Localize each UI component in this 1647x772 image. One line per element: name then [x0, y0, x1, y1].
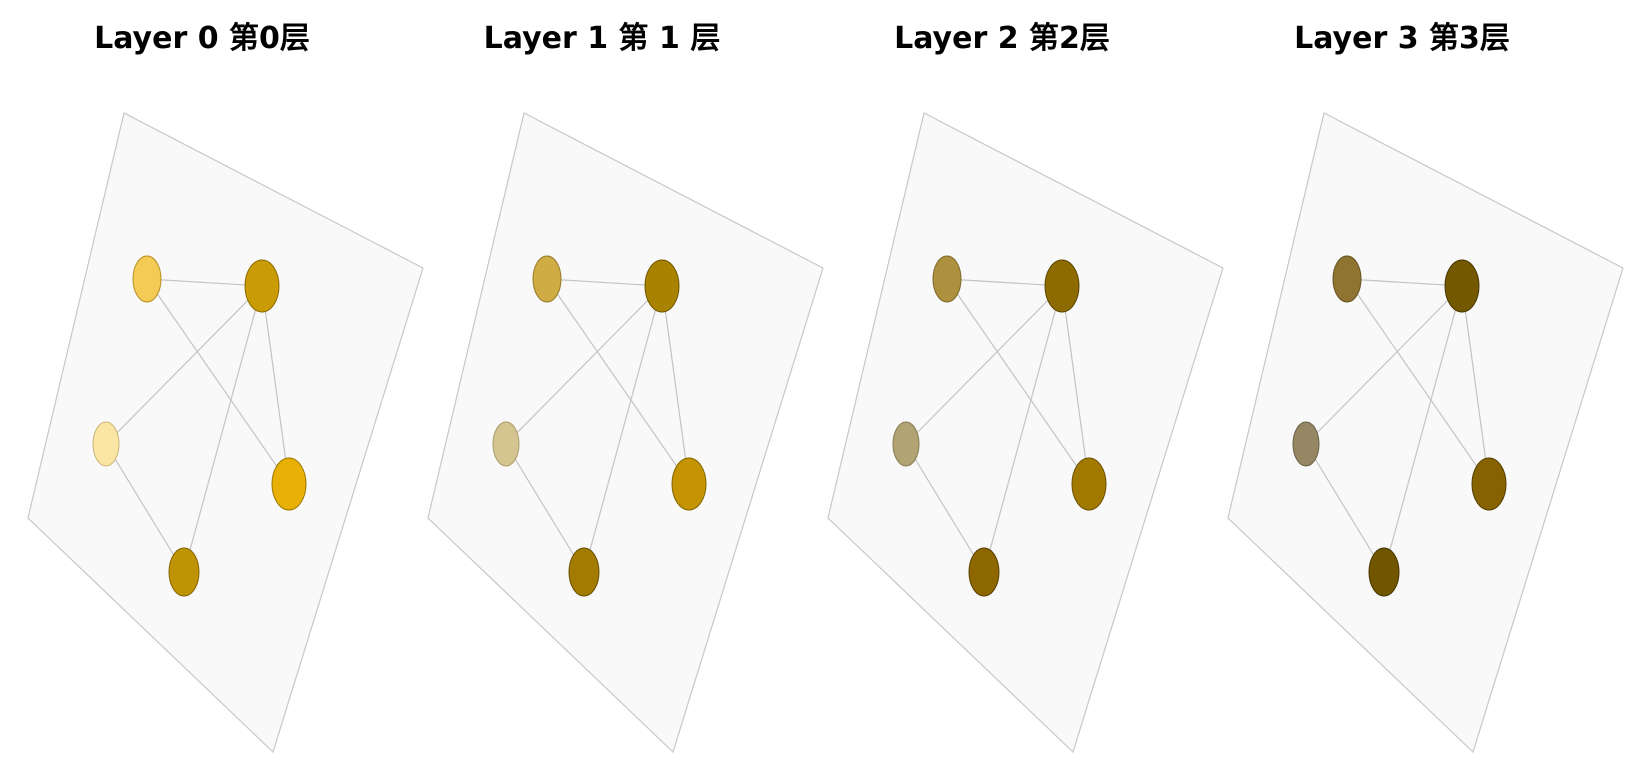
network-edge	[261, 285, 290, 485]
network-node	[671, 457, 707, 511]
layer-title: Layer 0 第0层	[94, 21, 310, 56]
network-edge	[1305, 443, 1385, 573]
network-node	[271, 457, 307, 511]
network-edge	[1461, 285, 1490, 485]
network-node	[1444, 259, 1480, 313]
layer-panel-1: Layer 1 第 1 层	[427, 21, 824, 754]
network-node	[644, 259, 680, 313]
network-node	[1368, 547, 1400, 597]
layer-title: Layer 1 第 1 层	[484, 21, 721, 56]
network-edge	[583, 285, 663, 573]
network-node	[892, 421, 920, 467]
layer-panel-0: Layer 0 第0层	[27, 21, 424, 754]
network-edge	[1305, 285, 1463, 445]
network-node	[168, 547, 200, 597]
network-node	[92, 421, 120, 467]
network-edge	[946, 278, 1090, 485]
network-node	[132, 255, 162, 303]
network-edge	[905, 285, 1063, 445]
network-node	[492, 421, 520, 467]
layer-title: Layer 3 第3层	[1294, 21, 1510, 56]
network-edge	[546, 278, 690, 485]
network-node	[568, 547, 600, 597]
network-edge	[546, 278, 663, 287]
network-edge	[505, 285, 663, 445]
network-edge	[661, 285, 690, 485]
layer-plane	[1227, 112, 1624, 754]
network-node	[1044, 259, 1080, 313]
network-edge	[146, 278, 290, 485]
network-edge	[1346, 278, 1490, 485]
network-edge	[1346, 278, 1463, 287]
layer-plane	[827, 112, 1224, 754]
network-edge	[983, 285, 1063, 573]
network-edge	[905, 443, 985, 573]
network-node	[532, 255, 562, 303]
network-edge	[146, 278, 263, 287]
network-edge	[1061, 285, 1090, 485]
network-node	[1471, 457, 1507, 511]
network-node	[244, 259, 280, 313]
layer-plane	[27, 112, 424, 754]
network-edge	[183, 285, 263, 573]
layer-title: Layer 2 第2层	[894, 21, 1110, 56]
layer-plane	[427, 112, 824, 754]
network-node	[932, 255, 962, 303]
network-node	[968, 547, 1000, 597]
network-edge	[505, 443, 585, 573]
network-edge	[105, 285, 263, 445]
network-edge	[1383, 285, 1463, 573]
network-node	[1071, 457, 1107, 511]
network-node	[1292, 421, 1320, 467]
layer-panel-2: Layer 2 第2层	[827, 21, 1224, 754]
network-node	[1332, 255, 1362, 303]
network-edge	[946, 278, 1063, 287]
network-edge	[105, 443, 185, 573]
layer-panel-3: Layer 3 第3层	[1227, 21, 1624, 754]
